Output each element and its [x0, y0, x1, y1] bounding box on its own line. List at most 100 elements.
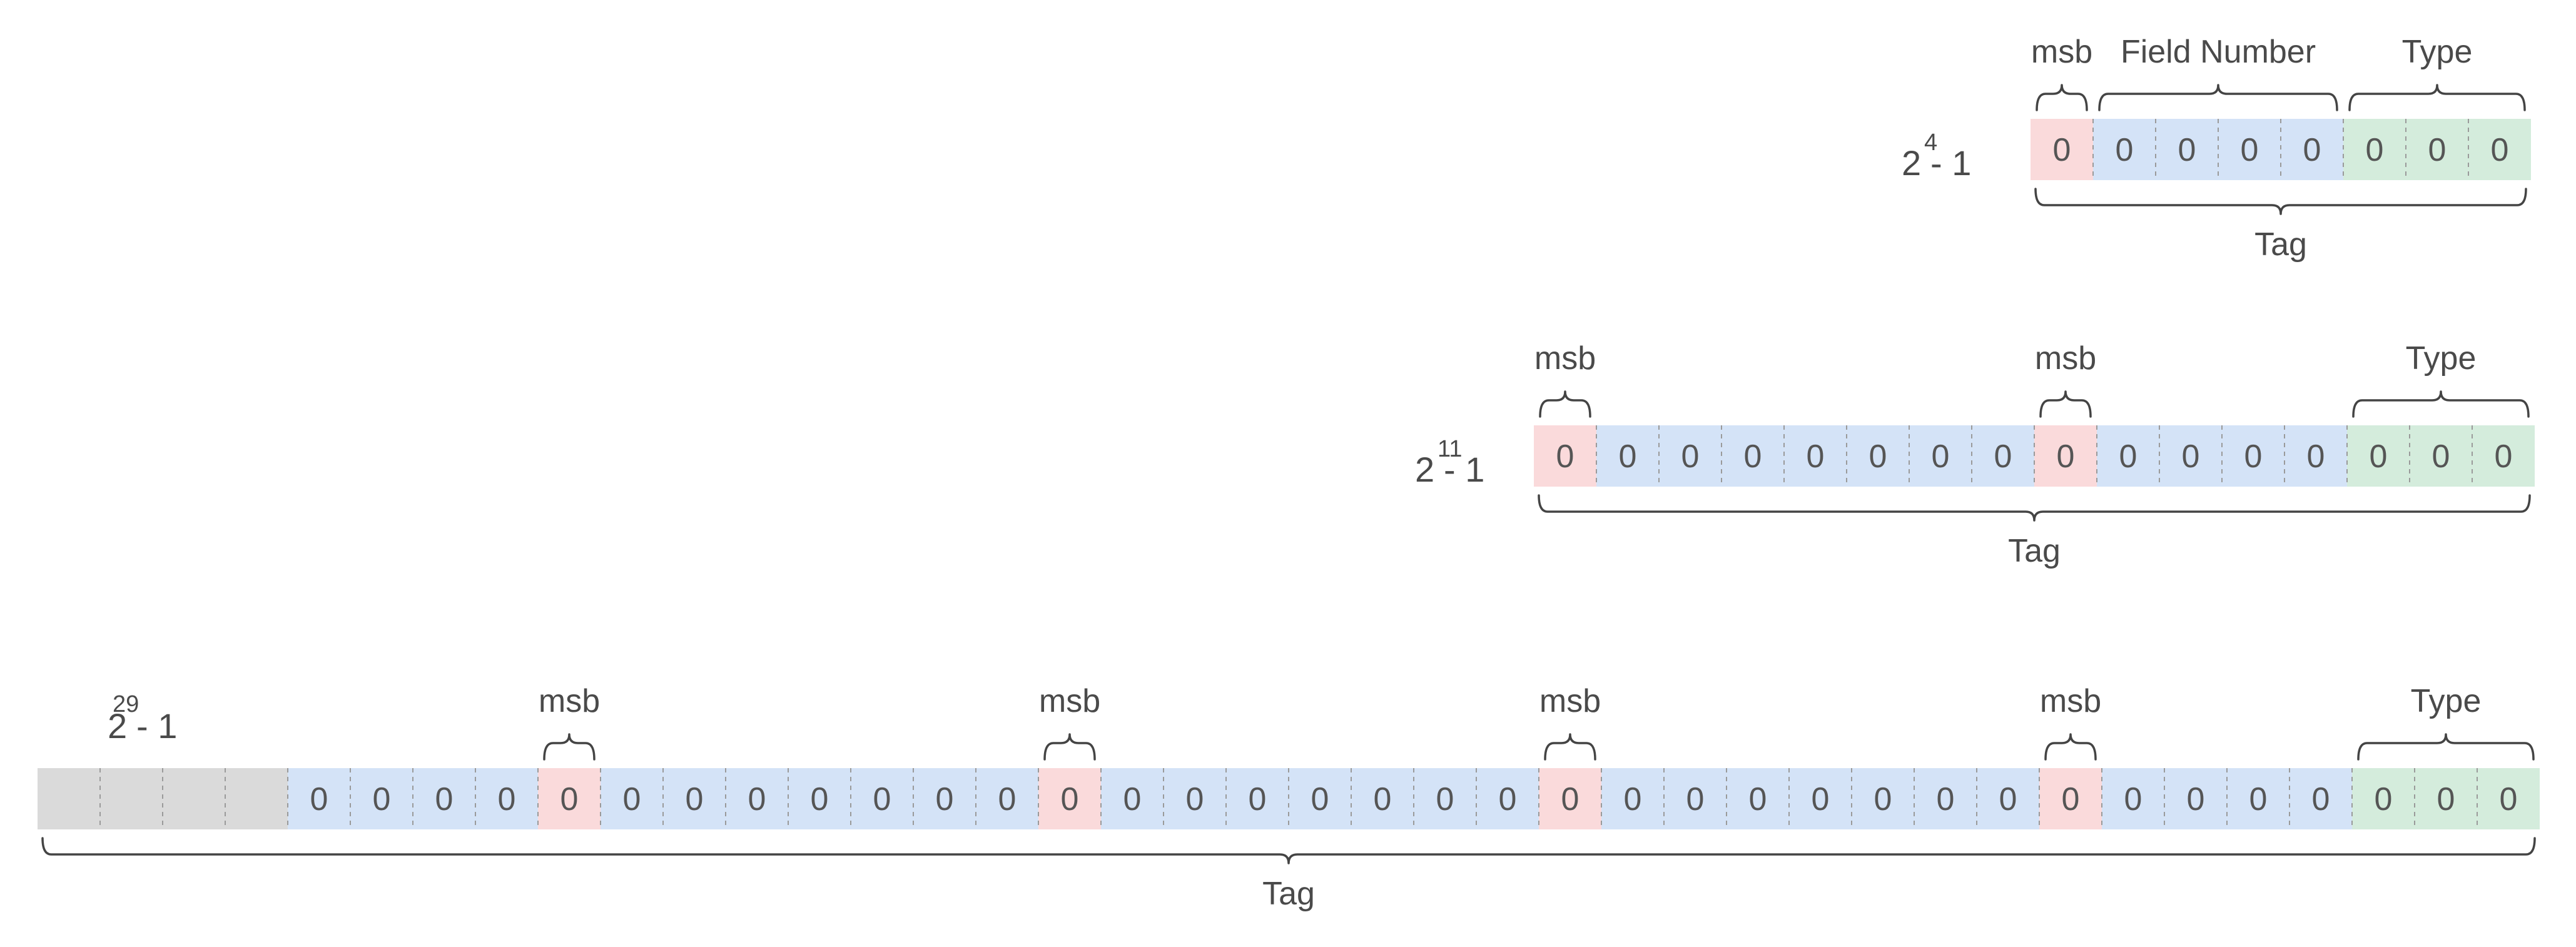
power-exponent: 11 — [1438, 436, 1462, 462]
tag-label: Tag — [2254, 226, 2307, 263]
bit-value: 0 — [2062, 781, 2080, 818]
top-label: msb — [1039, 683, 1100, 719]
top-brace — [2039, 390, 2092, 418]
bit-cell-field — [2222, 425, 2284, 487]
bit-value: 0 — [1744, 438, 1762, 475]
bit-value: 0 — [998, 781, 1017, 818]
bit-cell-msb — [2034, 425, 2097, 487]
bit-cell-msb — [2039, 768, 2102, 829]
bit-cell-field — [2218, 119, 2281, 180]
bit-value: 0 — [936, 781, 954, 818]
bit-cell-field — [2284, 425, 2347, 487]
top-brace — [2036, 84, 2088, 111]
bit-value: 0 — [1869, 438, 1887, 475]
bit-cell-pad — [38, 768, 100, 829]
top-brace — [2357, 733, 2535, 761]
bit-cell-field — [2102, 768, 2164, 829]
top-label: msb — [2035, 340, 2096, 377]
top-label: msb — [2031, 34, 2092, 70]
bit-value: 0 — [811, 781, 829, 818]
bit-value: 0 — [1311, 781, 1329, 818]
bit-value: 0 — [2182, 438, 2200, 475]
top-label: msb — [539, 683, 600, 719]
bit-cell-field — [2281, 119, 2343, 180]
bit-cell-field — [1784, 425, 1847, 487]
bit-value: 0 — [1749, 781, 1767, 818]
tag-brace — [1538, 494, 2531, 522]
bit-cell-field — [2159, 425, 2222, 487]
bit-value: 0 — [1186, 781, 1204, 818]
bit-value: 0 — [1999, 781, 2017, 818]
bit-cell-field — [1914, 768, 1977, 829]
top-brace — [543, 733, 596, 761]
top-brace — [2044, 733, 2097, 761]
bit-value: 0 — [1812, 781, 1830, 818]
bit-value: 0 — [2244, 438, 2263, 475]
power-exponent: 29 — [113, 691, 139, 717]
bit-cell-pad — [225, 768, 288, 829]
bit-cell-type — [2468, 119, 2531, 180]
bit-value: 0 — [2116, 132, 2134, 168]
bit-cell-field — [413, 768, 475, 829]
bit-value: 0 — [1561, 781, 1580, 818]
bit-value: 0 — [1556, 438, 1575, 475]
bit-value: 0 — [1499, 781, 1517, 818]
bit-value: 0 — [873, 781, 891, 818]
bit-cell-field — [1789, 768, 1852, 829]
bit-value: 0 — [2241, 132, 2259, 168]
bit-cell-field — [2093, 119, 2156, 180]
bit-cell-field — [1476, 768, 1539, 829]
bit-cell-field — [1351, 768, 1414, 829]
bit-cell-type — [2406, 119, 2468, 180]
tag-brace — [2034, 188, 2527, 215]
bit-cell-field — [2164, 768, 2227, 829]
bit-cell-field — [1659, 425, 1722, 487]
bit-value: 0 — [1681, 438, 1700, 475]
bit-cell-field — [1664, 768, 1727, 829]
bit-value: 0 — [2053, 132, 2071, 168]
top-label: msb — [2040, 683, 2101, 719]
bit-cell-type — [2472, 425, 2535, 487]
top-label: Type — [2402, 34, 2473, 70]
bit-value: 0 — [560, 781, 579, 818]
bit-cell-field — [2156, 119, 2218, 180]
bit-cell-field — [1164, 768, 1226, 829]
top-label: msb — [1539, 683, 1601, 719]
bit-cell-field — [913, 768, 976, 829]
power-exponent: 4 — [1924, 129, 1937, 156]
bit-value: 0 — [2303, 132, 2321, 168]
bit-cell-pad — [100, 768, 163, 829]
bit-cell-field — [788, 768, 851, 829]
power-base: 2 — [1415, 450, 1434, 489]
bit-cell-field — [2289, 768, 2352, 829]
power-suffix: - 1 — [1444, 450, 1484, 489]
bit-value: 0 — [1436, 781, 1454, 818]
bit-value: 0 — [1807, 438, 1825, 475]
bit-value: 0 — [1123, 781, 1142, 818]
tag-brace — [41, 837, 2536, 864]
bit-value: 0 — [2187, 781, 2205, 818]
bit-value: 0 — [2057, 438, 2075, 475]
bit-value: 0 — [623, 781, 641, 818]
bit-cell-msb — [538, 768, 601, 829]
bit-cell-field — [726, 768, 788, 829]
bit-cell-field — [851, 768, 913, 829]
bit-value: 0 — [1374, 781, 1392, 818]
power-label: 211- 1 — [1415, 436, 1484, 489]
bit-cell-type — [2347, 425, 2410, 487]
bit-value: 0 — [2375, 781, 2393, 818]
bit-cell-type — [2343, 119, 2406, 180]
bit-cell-type — [2352, 768, 2415, 829]
bit-value: 0 — [2370, 438, 2388, 475]
bit-value: 0 — [1874, 781, 1892, 818]
bit-value: 0 — [1624, 781, 1642, 818]
power-base: 2 — [108, 706, 127, 746]
tag-label: Tag — [2008, 533, 2061, 569]
top-label: Type — [2406, 340, 2477, 377]
bit-cell-field — [1972, 425, 2034, 487]
bit-value: 0 — [2312, 781, 2330, 818]
